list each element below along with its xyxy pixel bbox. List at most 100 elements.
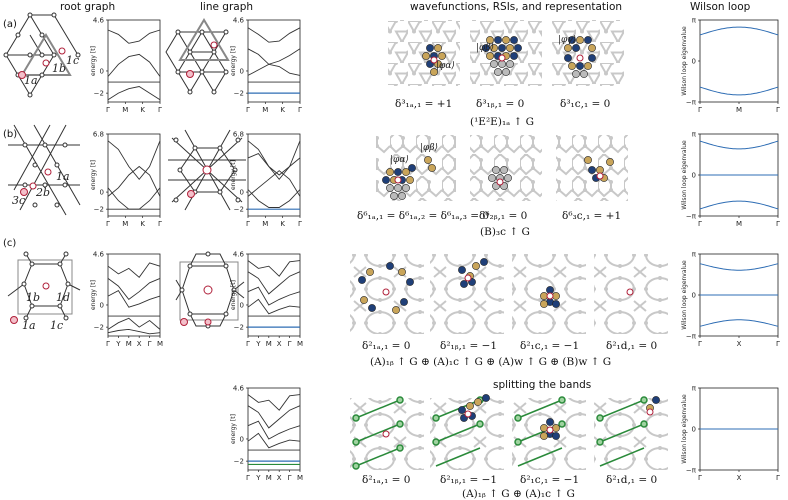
plot-frame: [107, 253, 161, 337]
band-line: [247, 63, 301, 76]
lattice-label-1b: 1b: [52, 62, 66, 75]
wyckoff-marker: [42, 282, 50, 290]
lattice-label-1b: 1b: [26, 291, 40, 304]
orbital-dot: [540, 432, 548, 440]
y-tick-label: π: [692, 251, 697, 259]
y-tick-label: π: [692, 17, 697, 25]
orbital-dot: [366, 268, 374, 276]
wyckoff-marker: [496, 178, 504, 186]
wilson-curve: [699, 319, 779, 327]
plot-frame: [699, 19, 779, 103]
plot-frame: [107, 133, 161, 217]
wyckoff-marker: [20, 188, 28, 196]
x-tick-label: M: [126, 340, 132, 348]
plot-frame: [247, 19, 301, 103]
lattice-label-2b: 2b: [35, 186, 50, 199]
y-tick-label: −π: [686, 333, 697, 341]
y-axis-label: Wilson loop eigenvalue: [681, 394, 688, 464]
band-line: [247, 298, 301, 315]
wavefunction-label: |φβ⟩: [476, 43, 494, 53]
orbital-dot: [490, 60, 498, 68]
y-axis-label: Wilson loop eigenvalue: [681, 26, 688, 96]
band-line: [247, 271, 301, 295]
orbital-dot: [552, 300, 560, 308]
x-tick-label: Y: [255, 474, 261, 482]
y-tick-label: −2: [234, 458, 244, 466]
orbital-dot: [564, 44, 572, 52]
orbital-dot: [460, 280, 468, 288]
orbital-dot: [472, 262, 480, 270]
band-line: [247, 27, 301, 43]
orbital-dot: [360, 296, 368, 304]
plot-frame: [247, 253, 301, 337]
orbital-dot: [386, 168, 394, 176]
y-axis-label: Wilson loop eigenvalue: [681, 260, 688, 330]
x-tick-label: Γ: [148, 340, 152, 348]
x-tick-label: Γ: [246, 474, 250, 482]
rsi-a-2: δ³₁ᵦ,₁ = 0: [476, 98, 525, 110]
rep-c: (A)₁ᵦ ↑ G ⊕ (A)₁c ↑ G ⊕ (A)w ↑ G ⊕ (B)w …: [370, 356, 612, 368]
band-line: [107, 187, 161, 210]
orbital-dot: [568, 36, 576, 44]
x-tick-label: M: [736, 220, 742, 228]
x-tick-label: X: [277, 340, 282, 348]
x-tick-label: X: [137, 340, 142, 348]
rsi-d-4: δ²₁d,₁ = 0: [606, 474, 658, 486]
lattice-label-3c: 3c: [12, 194, 25, 207]
orbital-dot: [466, 402, 474, 410]
wyckoff-marker: [498, 54, 506, 62]
rsi-b-3: δ⁶₃c,₁ = +1: [562, 210, 622, 222]
y-tick-label: 0: [100, 67, 104, 75]
band-line: [107, 165, 161, 197]
orbital-dot: [368, 304, 376, 312]
header-root-graph: root graph: [60, 1, 116, 13]
x-tick-label: Γ: [776, 474, 780, 482]
orbital-dot: [406, 176, 414, 184]
x-tick-label: X: [737, 474, 742, 482]
orbital-dot: [392, 306, 400, 314]
band-line: [247, 260, 301, 277]
y-axis-label: energy [t]: [230, 414, 237, 444]
band-line: [107, 277, 161, 301]
wyckoff-marker: [10, 316, 18, 324]
lattice-label-1a: 1a: [56, 170, 70, 183]
x-tick-label: Y: [255, 340, 261, 348]
rsi-c-1: δ²₁ₐ,₁ = 0: [362, 340, 411, 352]
y-tick-label: 0: [692, 172, 696, 180]
x-tick-label: Γ: [246, 220, 250, 228]
y-tick-label: 0: [240, 189, 244, 197]
orbital-dot: [486, 36, 494, 44]
orbital-dot: [502, 68, 510, 76]
y-tick-label: −π: [686, 467, 697, 475]
wyckoff-marker: [464, 410, 472, 418]
square-root-lattice: [7, 251, 81, 321]
wavefunction-label: |φγ⟩: [558, 35, 576, 45]
row-label-b: (b): [3, 129, 18, 140]
x-tick-label: X: [277, 474, 282, 482]
lattice-label-1c: 1c: [50, 319, 63, 332]
band-line: [247, 286, 301, 306]
orbital-dot: [400, 298, 408, 306]
orbital-dot: [584, 62, 592, 70]
orbital-dot: [506, 44, 514, 52]
lattice-label-1c: 1c: [66, 54, 79, 67]
band-line: [247, 48, 301, 65]
orbital-dot: [584, 156, 592, 164]
lattice-label-1d: 1d: [56, 291, 70, 304]
y-tick-label: 0: [692, 292, 696, 300]
rsi-b-2: δ⁶₂ᵦ,₁ = 0: [479, 210, 528, 222]
plot-frame: [247, 387, 301, 471]
wyckoff-marker: [546, 426, 554, 434]
x-tick-label: Γ: [246, 340, 250, 348]
hexagonal-root-lattice: [8, 124, 81, 216]
y-tick-label: 4.6: [233, 385, 245, 393]
orbital-dot: [398, 268, 406, 276]
wyckoff-marker: [576, 54, 584, 62]
band-line: [107, 262, 161, 278]
orbital-dot: [398, 192, 406, 200]
rep-a: (¹E²E)₁ₐ ↑ G: [470, 116, 535, 128]
